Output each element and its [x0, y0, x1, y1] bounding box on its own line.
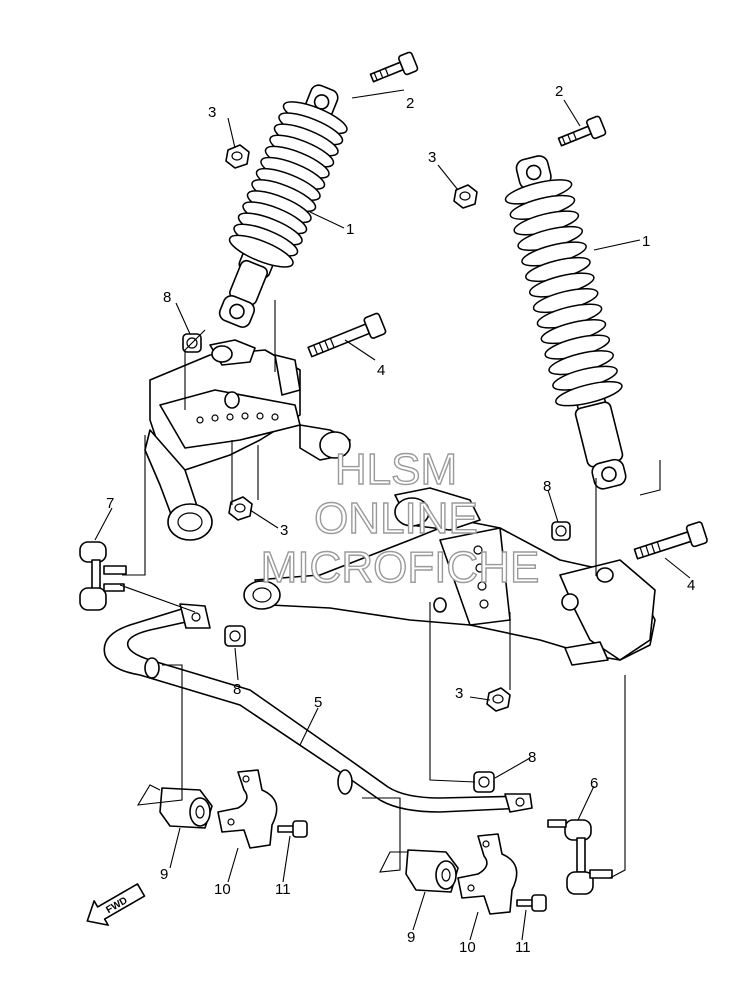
collar-nut-right[interactable] — [551, 521, 571, 541]
forward-direction-arrow: FWD — [86, 883, 146, 926]
callout-number: 3 — [455, 685, 463, 702]
stabilizer-joint-left[interactable] — [79, 541, 127, 611]
callout-number: 8 — [543, 478, 551, 495]
nut-lower-right[interactable] — [486, 687, 511, 712]
callout-number: 10 — [459, 939, 476, 956]
left-shock-absorber[interactable] — [201, 75, 359, 336]
right-shock-absorber[interactable] — [497, 150, 645, 495]
stabilizer-bushing-right[interactable] — [405, 849, 459, 893]
callout-number: 3 — [208, 104, 216, 121]
stabilizer-holder-right[interactable] — [457, 833, 518, 915]
collar-nut-stabilizer-left[interactable] — [224, 625, 246, 647]
long-bolt-lower[interactable] — [633, 521, 708, 564]
callout-number: 11 — [275, 881, 291, 898]
callout-number: 3 — [280, 522, 288, 539]
callout-number: 2 — [406, 95, 414, 112]
stabilizer-holder-left[interactable] — [217, 769, 278, 849]
watermark-line-2: ONLINE — [314, 494, 478, 543]
callout-number: 10 — [214, 881, 231, 898]
holder-bolt-right[interactable] — [516, 894, 547, 912]
holder-bolt-left[interactable] — [277, 820, 308, 838]
rear-lower-arm[interactable] — [243, 487, 656, 666]
callout-number: 9 — [160, 866, 168, 883]
callout-number: 1 — [642, 233, 650, 250]
callout-number: 3 — [428, 149, 436, 166]
callout-number: 2 — [555, 83, 563, 100]
callout-labels: 2 3 1 8 4 2 3 1 7 3 8 4 8 5 3 8 6 9 10 1… — [106, 83, 695, 956]
callout-number: 5 — [314, 694, 322, 711]
nut-upper-left[interactable] — [225, 144, 250, 169]
callout-number: 11 — [515, 939, 531, 956]
callout-number: 4 — [687, 577, 695, 594]
nut-upper-right[interactable] — [453, 184, 478, 209]
callout-number: 4 — [377, 362, 385, 379]
left-rear-arm-bracket[interactable] — [144, 339, 351, 541]
callout-number: 8 — [233, 681, 241, 698]
watermark: HLSM ONLINE MICROFICHE — [260, 444, 540, 592]
nut-mid-left[interactable] — [228, 496, 253, 521]
bolt-upper-left[interactable] — [368, 51, 419, 87]
stabilizer-bushing-left[interactable] — [159, 787, 213, 829]
stabilizer-bar[interactable] — [103, 603, 533, 813]
watermark-line-3: MICROFICHE — [261, 543, 540, 592]
callout-number: 8 — [163, 289, 171, 306]
callout-number: 9 — [407, 929, 415, 946]
callout-number: 8 — [528, 749, 536, 766]
callout-number: 6 — [590, 775, 598, 792]
bolt-upper-right[interactable] — [556, 115, 607, 151]
callout-number: 1 — [346, 221, 354, 238]
callout-number: 7 — [106, 495, 114, 512]
forward-label: FWD — [104, 895, 129, 916]
long-bolt-upper[interactable] — [306, 312, 387, 363]
collar-nut-stabilizer-right[interactable] — [473, 771, 495, 793]
leader-lines — [94, 89, 691, 941]
watermark-line-1: HLSM — [335, 445, 457, 494]
stabilizer-joint-right[interactable] — [547, 819, 613, 895]
